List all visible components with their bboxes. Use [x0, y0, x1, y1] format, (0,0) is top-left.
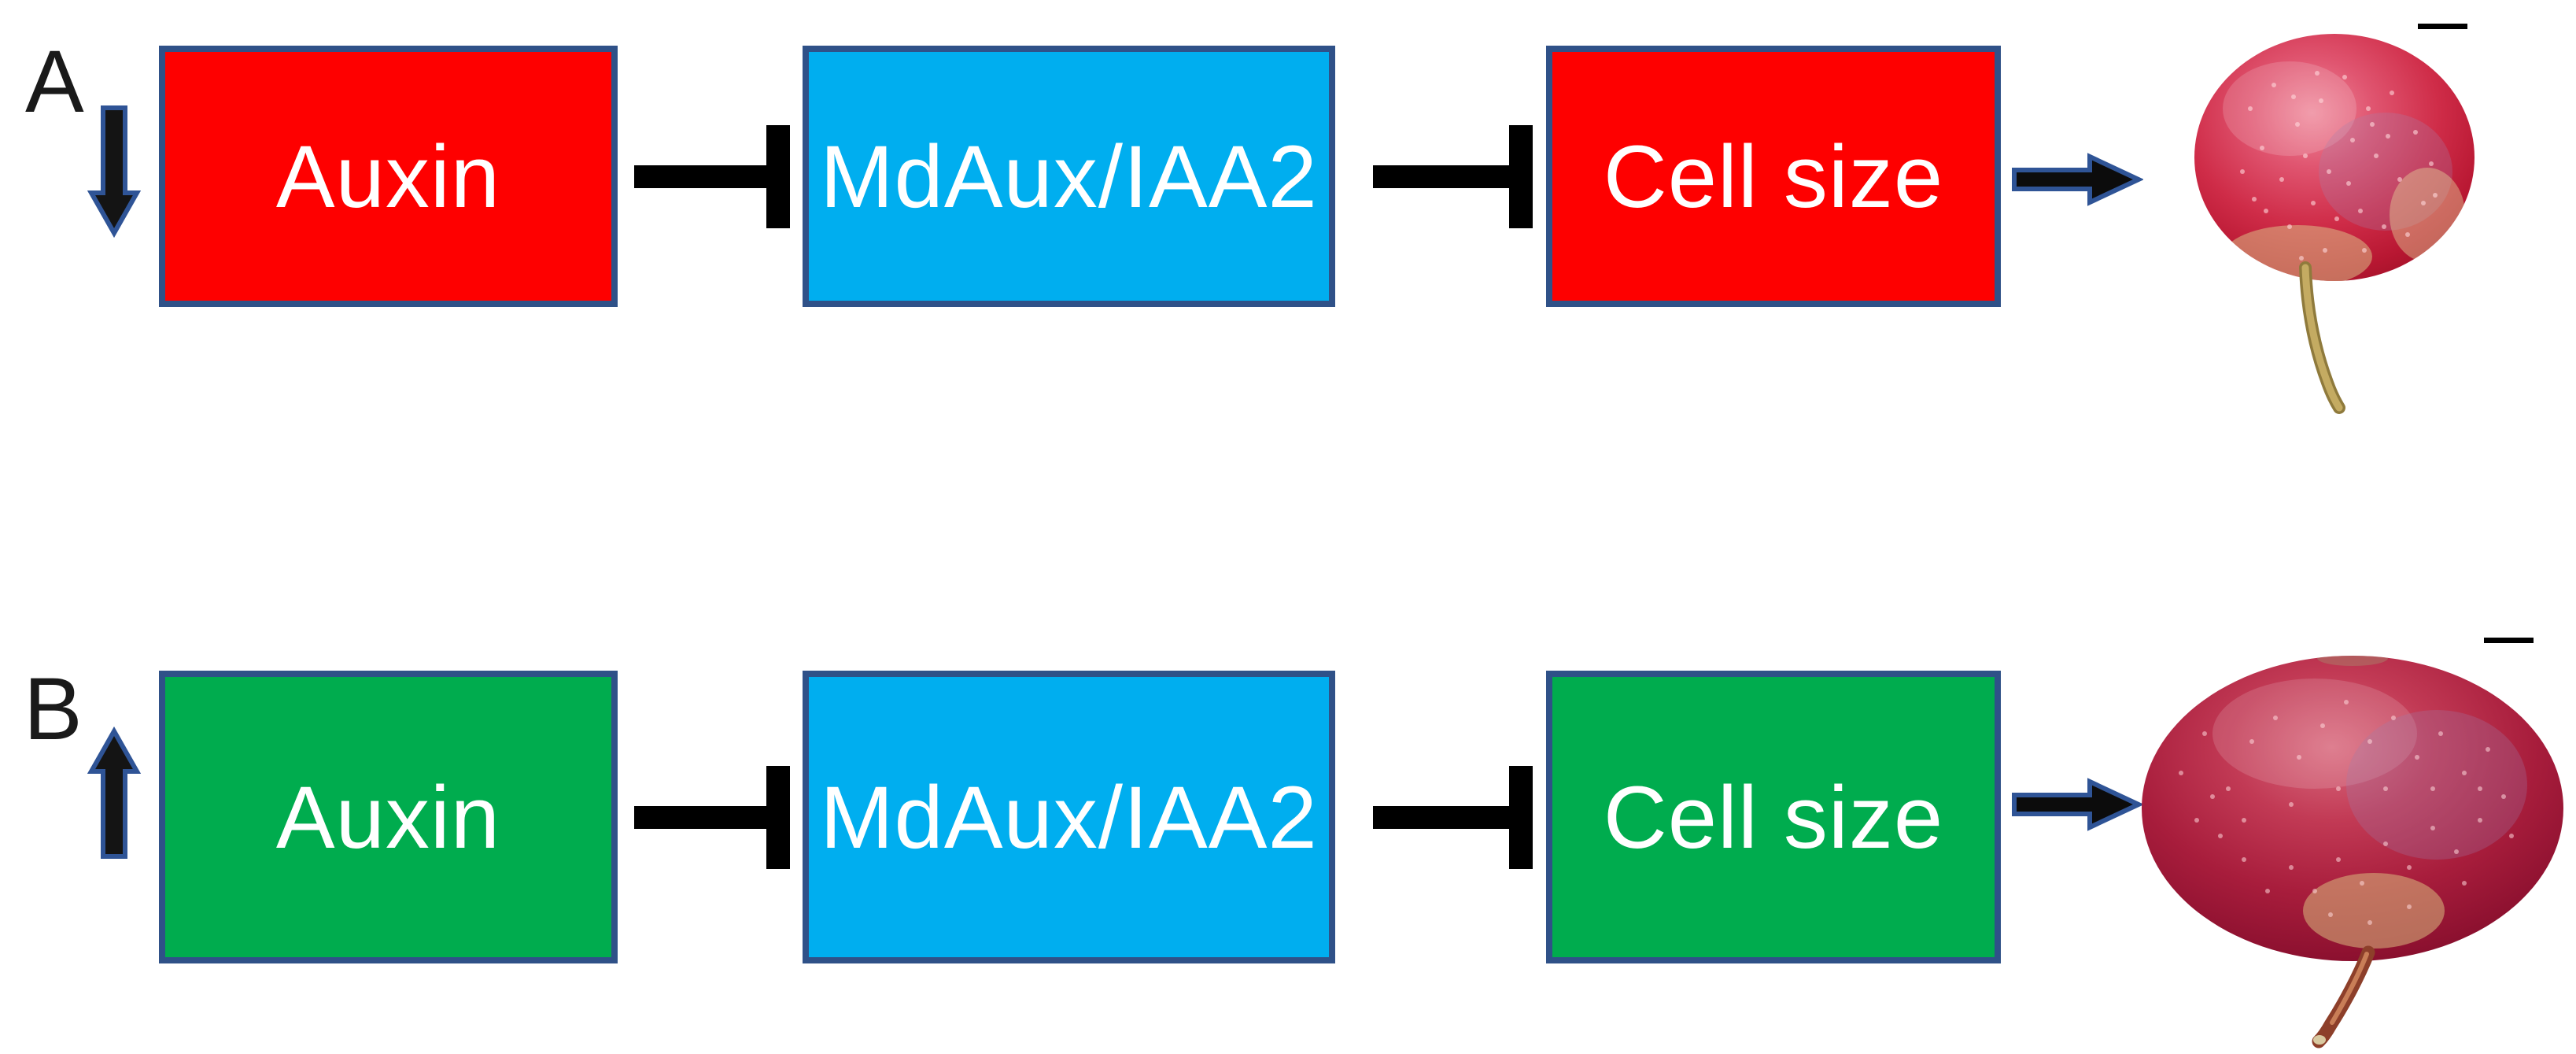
node-auxin-a-text: Auxin [275, 127, 501, 226]
arrow-down-icon [87, 105, 142, 239]
node-cellsize-a-text: Cell size [1603, 127, 1944, 226]
node-cellsize-a: Cell size [1546, 46, 2001, 307]
node-cellsize-b-text: Cell size [1603, 767, 1944, 867]
arrow-right-icon [2012, 778, 2143, 831]
node-cellsize-b: Cell size [1546, 671, 2001, 963]
large-apple-image [2142, 656, 2563, 1048]
scale-bar [2484, 638, 2534, 643]
arrow-up-icon [87, 726, 142, 859]
node-mdauxiaa2-b: MdAux/IAA2 [803, 671, 1335, 963]
small-apple-image [2194, 34, 2475, 414]
node-mdauxiaa2-a-text: MdAux/IAA2 [820, 127, 1318, 226]
panel-a-label: A [25, 32, 84, 131]
node-mdauxiaa2-a: MdAux/IAA2 [803, 46, 1335, 307]
node-mdauxiaa2-b-text: MdAux/IAA2 [820, 767, 1318, 867]
arrow-right-icon [2012, 153, 2143, 206]
node-auxin-a: Auxin [159, 46, 618, 307]
scale-bar [2418, 24, 2467, 29]
panel-b-label: B [24, 660, 83, 758]
node-auxin-b: Auxin [159, 671, 618, 963]
node-auxin-b-text: Auxin [275, 767, 501, 867]
